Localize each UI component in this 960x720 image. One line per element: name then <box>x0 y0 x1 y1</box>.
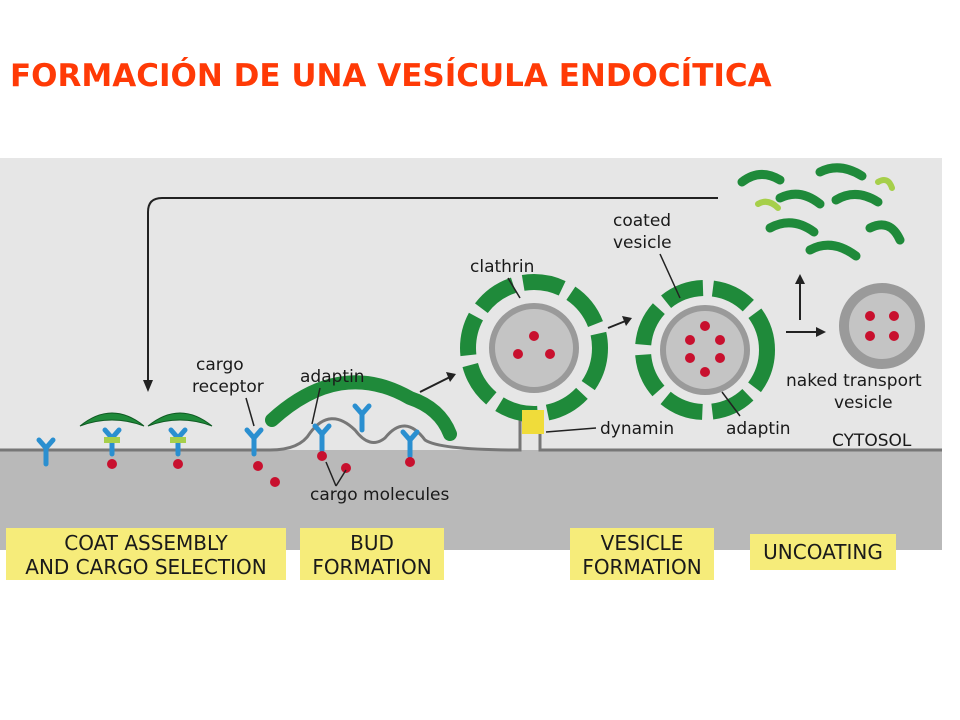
svg-text:FORMATION: FORMATION <box>582 555 701 579</box>
label-cargo-receptor-2: receptor <box>192 377 264 397</box>
label-coated-vesicle-2: vesicle <box>613 233 672 253</box>
endocytosis-diagram: cargo receptor adaptin cargo molecules c… <box>0 158 942 580</box>
naked-vesicle <box>839 283 925 369</box>
label-clathrin: clathrin <box>470 257 534 277</box>
label-adaptin-bottom: adaptin <box>726 419 791 439</box>
stage-coat-assembly: COAT ASSEMBLY AND CARGO SELECTION <box>6 528 286 580</box>
coated-vesicle <box>635 280 775 420</box>
page-title: FORMACIÓN DE UNA VESÍCULA ENDOCÍTICA <box>10 58 772 94</box>
stage-vesicle-formation: VESICLE FORMATION <box>570 528 714 580</box>
label-cargo-molecules: cargo molecules <box>310 485 449 505</box>
svg-text:AND CARGO SELECTION: AND CARGO SELECTION <box>25 555 266 579</box>
released-clathrin <box>737 163 905 261</box>
budding-vesicle <box>460 274 608 434</box>
label-naked-vesicle-1: naked transport <box>786 371 922 391</box>
plasma-membrane <box>0 417 942 452</box>
label-cargo-receptor-1: cargo <box>196 355 244 375</box>
recycle-arrow <box>147 197 718 386</box>
label-adaptin-top: adaptin <box>300 367 365 387</box>
cargo-receptors-stage1 <box>39 412 280 487</box>
svg-text:BUD: BUD <box>350 531 394 555</box>
svg-text:COAT ASSEMBLY: COAT ASSEMBLY <box>64 531 228 555</box>
svg-text:UNCOATING: UNCOATING <box>763 540 883 564</box>
label-cytosol: CYTOSOL <box>832 431 912 451</box>
label-naked-vesicle-2: vesicle <box>834 393 893 413</box>
stage-uncoating: UNCOATING <box>750 534 896 570</box>
bud-formation <box>265 375 457 473</box>
cytosol-panel <box>0 158 942 450</box>
svg-text:VESICLE: VESICLE <box>601 531 684 555</box>
label-coated-vesicle-1: coated <box>613 211 671 231</box>
dynamin-ring <box>522 410 544 434</box>
stage-bud-formation: BUD FORMATION <box>300 528 444 580</box>
label-dynamin: dynamin <box>600 419 674 439</box>
svg-text:FORMATION: FORMATION <box>312 555 431 579</box>
